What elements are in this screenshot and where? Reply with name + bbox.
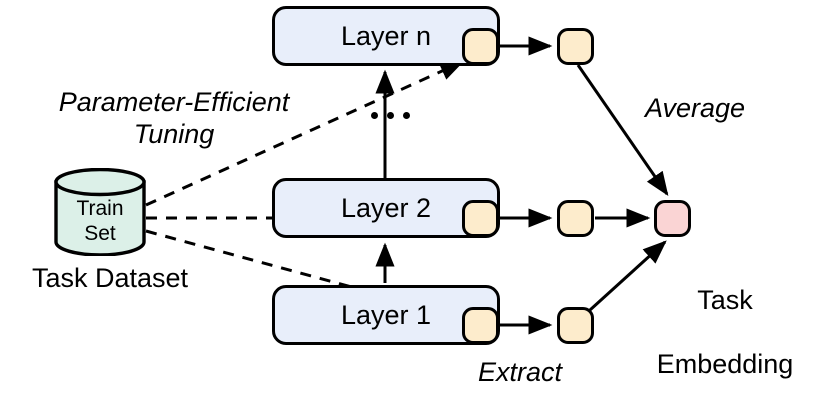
adapter-layer-1-in[interactable] bbox=[462, 307, 499, 344]
task-dataset-caption: Task Dataset bbox=[31, 263, 189, 293]
layer-1-label: Layer 1 bbox=[340, 299, 432, 330]
train-set-cylinder bbox=[54, 168, 146, 256]
adapter-layer-n-in[interactable] bbox=[462, 28, 499, 65]
average-annotation: Average bbox=[645, 93, 746, 123]
ellipsis-dot-1 bbox=[371, 112, 378, 119]
task-embedding-box[interactable] bbox=[654, 200, 691, 237]
adapter-layer-n-out[interactable] bbox=[557, 28, 594, 65]
train-set-label-line1: Train bbox=[76, 197, 124, 220]
task-embedding-caption: Task Embedding bbox=[625, 252, 825, 404]
adapter-layer-1-out[interactable] bbox=[557, 307, 594, 344]
layer-2-label: Layer 2 bbox=[340, 192, 432, 223]
ellipsis-dot-3 bbox=[403, 112, 410, 119]
parameter-efficient-tuning-annotation: Parameter-Efficient Tuning bbox=[58, 87, 290, 149]
train-set-label-line2: Set bbox=[84, 222, 116, 245]
train-set-label: Train Set bbox=[52, 196, 148, 246]
extract-annotation: Extract bbox=[478, 357, 563, 387]
dashed-edge-dataset-to-layer-n bbox=[145, 60, 465, 207]
ellipsis-dot-2 bbox=[387, 112, 394, 119]
task-embedding-caption-line2: Embedding bbox=[656, 349, 794, 379]
edge-adapter-1-out-to-embedding bbox=[588, 240, 667, 312]
edge-adapter-n-out-to-embedding bbox=[576, 64, 669, 196]
adapter-layer-2-out[interactable] bbox=[557, 200, 594, 237]
layer-n-label: Layer n bbox=[340, 20, 432, 51]
task-embedding-caption-line1: Task bbox=[697, 285, 753, 315]
adapter-layer-2-in[interactable] bbox=[462, 200, 499, 237]
layers-ellipsis bbox=[371, 112, 410, 119]
